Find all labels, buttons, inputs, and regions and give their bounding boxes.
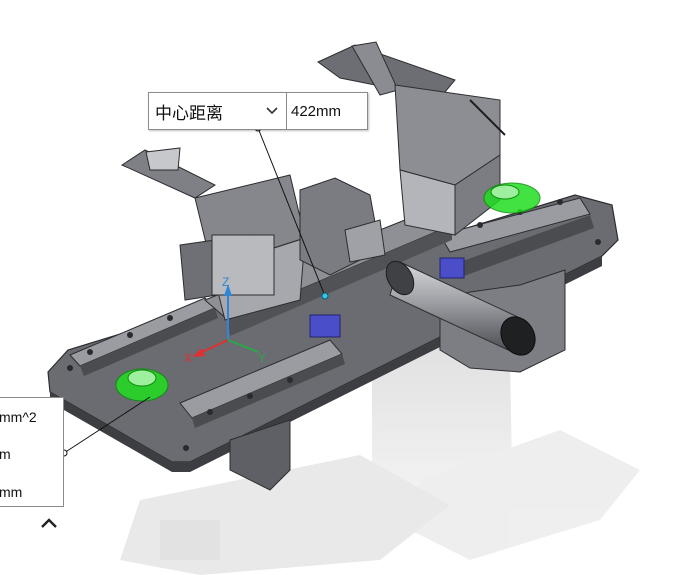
selected-face-right[interactable] bbox=[483, 182, 541, 214]
chevron-up-icon[interactable] bbox=[38, 512, 60, 534]
chevron-down-icon bbox=[266, 107, 278, 115]
measure-popup: 中心距离 422mm bbox=[148, 92, 368, 130]
measure-leader-line bbox=[257, 127, 326, 297]
info-line-distance: mm bbox=[0, 484, 23, 500]
info-line-area: mm^2 bbox=[0, 409, 37, 425]
floor-reflection bbox=[120, 340, 640, 575]
triad-y-label: Y bbox=[258, 351, 266, 365]
measure-type-dropdown[interactable]: 中心距离 bbox=[149, 93, 287, 129]
triad-x-label: X bbox=[184, 351, 192, 365]
measure-target-dot bbox=[321, 292, 329, 300]
measure-type-label: 中心距离 bbox=[155, 103, 223, 123]
info-line-length: m bbox=[0, 446, 11, 462]
coordinate-triad: X Y Z bbox=[184, 275, 266, 365]
pneumatic-cylinder[interactable] bbox=[381, 256, 542, 361]
cad-assembly-model[interactable] bbox=[47, 41, 619, 491]
triad-z-label: Z bbox=[222, 275, 229, 289]
measure-value: 422mm bbox=[291, 102, 342, 120]
measure-info-panel: mm^2 m mm bbox=[0, 397, 64, 507]
selected-face-left[interactable] bbox=[115, 368, 169, 402]
info-leader-line bbox=[63, 396, 151, 454]
